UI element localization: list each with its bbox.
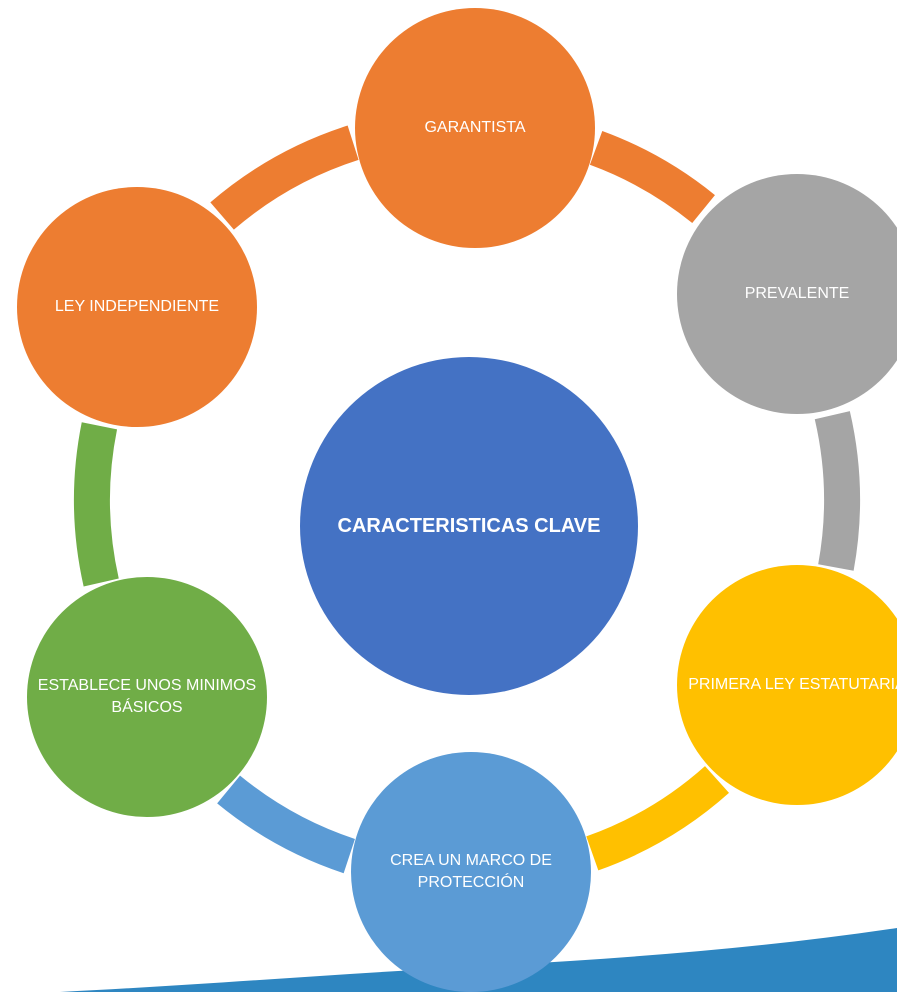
arc-garantista-prevalente — [589, 131, 715, 224]
arc-primera-ley-marco — [586, 765, 729, 871]
node-label: LEY INDEPENDIENTE — [54, 298, 220, 315]
arc-ley-independiente-garantista — [210, 125, 359, 230]
arc-marco-minimos — [217, 775, 356, 874]
node-crea-un-marco-de-proteccion: CREA UN MARCO DE PROTECCIÓN — [351, 752, 591, 992]
arc-minimos-ley-independiente — [74, 422, 119, 587]
node-label: CREA UN MARCO DE PROTECCIÓN — [390, 852, 552, 891]
connector-arcs — [74, 125, 860, 874]
central-circle: CARACTERISTICAS CLAVE — [300, 357, 638, 695]
node-prevalente: PREVALENTE — [677, 174, 897, 414]
node-garantista: GARANTISTA — [355, 8, 595, 248]
node-establece-unos-minimos-basicos: ESTABLECE UNOS MINIMOS BÁSICOS — [27, 577, 267, 817]
central-label: CARACTERISTICAS CLAVE — [337, 515, 601, 537]
bottom-wave-decoration — [60, 928, 897, 992]
node-primera-ley-estatutaria: PRIMERA LEY ESTATUTARIA — [677, 565, 897, 805]
node-label: PREVALENTE — [744, 285, 850, 302]
node-ley-independiente: LEY INDEPENDIENTE — [17, 187, 257, 427]
node-label: GARANTISTA — [424, 119, 526, 136]
node-label: ESTABLECE UNOS MINIMOS BÁSICOS — [37, 677, 257, 716]
node-label: PRIMERA LEY ESTATUTARIA — [688, 676, 897, 693]
arc-prevalente-primera-ley — [814, 411, 860, 571]
